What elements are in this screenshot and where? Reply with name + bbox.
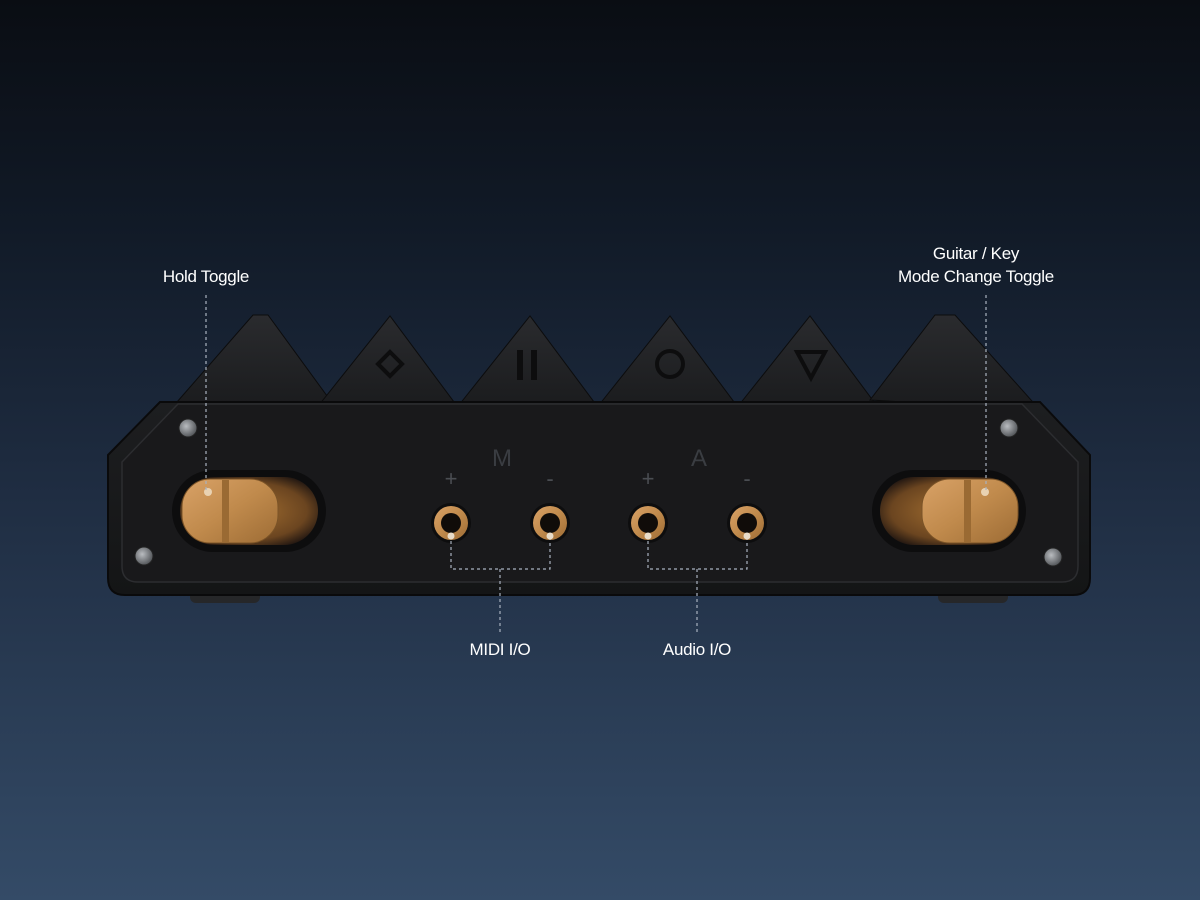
midi-minus-jack[interactable]	[530, 503, 570, 543]
mode-change-toggle-switch[interactable]	[872, 470, 1026, 552]
midi-group-label: M	[492, 445, 512, 472]
front-panel	[121, 403, 1079, 583]
hold-toggle-callout: Hold Toggle	[126, 265, 286, 288]
diamond-icon	[375, 349, 405, 379]
midi-minus-label: -	[546, 466, 554, 491]
circle-icon	[655, 349, 685, 379]
audio-minus-label: -	[743, 466, 751, 491]
triangle-down-icon	[793, 350, 829, 383]
audio-io-label: Audio I/O	[662, 640, 732, 659]
pause-icon	[517, 350, 537, 380]
screw-bottom-left	[134, 546, 154, 566]
midi-io-label: MIDI I/O	[469, 640, 531, 659]
screw-top-left	[178, 418, 198, 438]
audio-plus-label: +	[641, 466, 655, 491]
top-peaks	[168, 314, 1042, 411]
mode-toggle-callout: Guitar / Key Mode Change Toggle	[876, 242, 1076, 288]
midi-io-callout: MIDI I/O	[440, 638, 560, 661]
hold-toggle-label: Hold Toggle	[162, 267, 250, 286]
hold-toggle-switch[interactable]	[172, 470, 326, 552]
audio-io-callout: Audio I/O	[637, 638, 757, 661]
callout-dots	[447, 532, 751, 540]
audio-minus-jack[interactable]	[727, 503, 767, 543]
midi-plus-label: +	[444, 466, 458, 491]
mode-change-toggle-label: Mode Change Toggle	[898, 267, 1054, 286]
guitar-key-label: Guitar / Key	[932, 244, 1020, 263]
audio-plus-jack[interactable]	[628, 503, 668, 543]
audio-group-label: A	[690, 445, 707, 472]
top-button-1[interactable]	[313, 315, 461, 411]
screw-bottom-right	[1043, 547, 1063, 567]
top-button-3[interactable]	[593, 315, 741, 411]
screw-top-right	[999, 418, 1019, 438]
callout-lines	[205, 295, 987, 632]
top-button-2[interactable]	[453, 315, 601, 411]
midi-plus-jack[interactable]	[431, 503, 471, 543]
top-button-4[interactable]	[733, 315, 881, 411]
